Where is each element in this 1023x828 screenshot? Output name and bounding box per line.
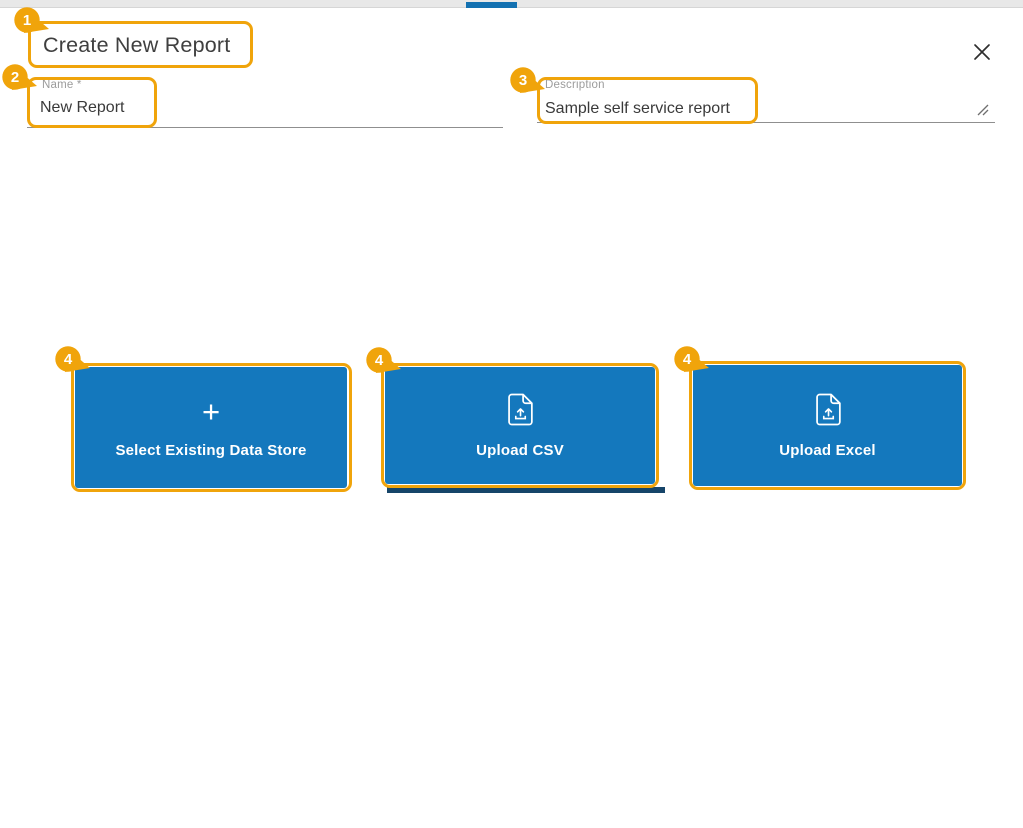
dialog-title: Create New Report [43, 33, 231, 57]
annotation-badge-2: 2 [2, 64, 37, 90]
file-upload-icon [508, 393, 533, 425]
svg-text:3: 3 [519, 72, 527, 89]
description-input-underline [537, 122, 995, 123]
button-label: Upload CSV [476, 441, 564, 459]
close-icon [974, 43, 990, 60]
svg-text:1: 1 [23, 12, 31, 29]
browser-tab-strip [0, 0, 1023, 8]
textarea-resize-handle-icon[interactable] [974, 103, 990, 117]
svg-text:4: 4 [64, 351, 73, 368]
description-input[interactable]: Sample self service report [545, 100, 730, 117]
file-upload-icon [815, 393, 841, 425]
upload-excel-button[interactable]: Upload Excel [693, 365, 962, 486]
svg-text:4: 4 [683, 351, 692, 368]
select-existing-data-store-button[interactable]: + Select Existing Data Store [75, 367, 347, 488]
plus-icon: + [201, 393, 221, 429]
active-tab-indicator[interactable] [466, 2, 517, 8]
upload-csv-button[interactable]: Upload CSV [385, 367, 655, 484]
name-field-label: Name * [42, 79, 82, 91]
button-label: Select Existing Data Store [115, 441, 307, 459]
svg-text:2: 2 [11, 69, 19, 86]
annotation-badge-3: 3 [510, 67, 545, 93]
name-input-underline [27, 127, 503, 128]
description-field-label: Description [545, 79, 605, 91]
name-input[interactable]: New Report [40, 99, 125, 116]
close-button[interactable] [969, 40, 995, 66]
upload-csv-button-shadow [387, 487, 665, 493]
button-label: Upload Excel [779, 441, 876, 459]
svg-text:4: 4 [375, 352, 384, 369]
